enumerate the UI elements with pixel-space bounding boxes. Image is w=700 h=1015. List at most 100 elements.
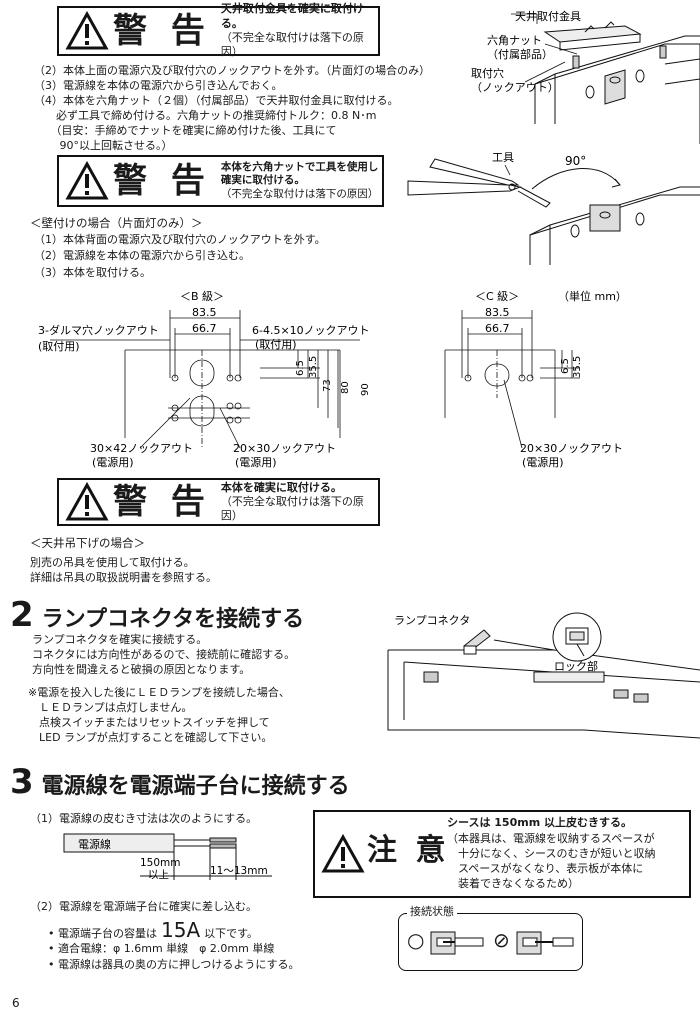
ceiling-line-2: 詳細は吊具の取扱説明書を参照する。 [30,571,217,584]
dim-b-bottom-left-label: 30×42ノックアウト [90,442,193,455]
bullet-dot: • [48,942,58,955]
caution-line-2: 十分になく、シースのむきが短いと収納 [447,847,656,860]
wall-step-2: （2）電源線を本体の電源穴から引き込む。 [34,249,250,262]
warning-subtext: （不完全な取付けは落下の原因） [220,31,364,59]
dim-b-bottom-right-sublabel: (電源用) [235,455,277,469]
bullet-capacity: • 電源端子台の容量は 15A 以下です。 [48,917,258,944]
dim-b-v1: 6.5 [295,360,306,376]
step-4-note-2: 90°以上回転させる。） [34,139,173,152]
sec2-note-2: ＬＥＤランプは点灯しません。 [28,701,193,714]
warning-subtext: （不完全な取付けは落下の原因） [220,187,379,200]
wall-mount-heading: ＜壁付けの場合（片面灯のみ）＞ [30,216,203,230]
wire-strip-figure: 電源線 150mm 以上 11〜13mm [63,833,272,881]
warning-triangle-icon [65,11,109,50]
step-2-text: （2）本体上面の電源穴及び取付穴のノックアウトを外す。（片面灯の場合のみ） [34,64,431,77]
hole-label-sub: （ノックアウト） [471,81,559,94]
ceiling-line-1: 別売の吊具を使用して取付ける。 [30,556,195,569]
section-number: 3 [10,762,34,802]
caution-line-1: （本器具は、電源線を収納するスペースが [447,832,655,845]
dim-c-width-2: 66.7 [485,322,510,335]
caution-title: シースは 150mm 以上皮むきする。 [447,816,632,829]
warning-box-3: 警 告 本体を確実に取付ける。（不完全な取付けは落下の原因） [57,478,380,526]
ok-symbol: ○ [407,928,425,952]
dim-c-unit: （単位 mm） [558,289,627,303]
step-4-note: （目安：手締めでナットを確実に締め付けた後、工具にて [34,124,337,137]
caution-triangle-icon [321,834,365,873]
dim-c-v2: 35.5 [572,356,583,378]
sec3-step-1: （1）電源線の皮むき寸法は次のようにする。 [30,812,258,825]
caution-label: 注 意 [367,833,450,868]
dim-b-width-2: 66.7 [192,322,217,335]
dim-b-v4: 80 [340,381,351,394]
push-wire-text: 電源線は器具の奥の方に押しつけるようにする。 [58,958,300,971]
dim-b-title: ＜B 級＞ [180,290,224,303]
dim-c-title: ＜C 級＞ [475,290,519,303]
section-title: 電源線を電源端子台に接続する [41,774,350,799]
sec2-line-3: 方向性を間違えると破損の原因となります。 [32,663,251,676]
caution-line-4: 装着できなくなるため） [447,877,579,890]
lock-label: ロック部 [554,659,598,673]
bullet-dot: • [48,927,58,940]
dimension-diagram-b: ＜B 級＞ 83.5 66.7 3-ダルマ穴ノックアウト (取付用) 6-4. [38,290,371,469]
capacity-value: 15A [161,918,201,942]
warning-text: 天井取付金具を確実に取付ける。 [220,2,364,30]
dim-b-width-1: 83.5 [192,306,217,319]
warning-triangle-icon [65,482,109,521]
warning-text-2: 確実に取付ける。 [220,174,305,187]
sec2-note-4: LED ランプが点灯することを確認して下さい。 [28,731,273,744]
caution-line-3: スペースがなくなり、表示板が本体に [447,862,644,875]
strip-length-2: 11〜13mm [210,865,268,877]
dim-b-right-sublabel: (取付用) [255,338,297,351]
ng-connection-icon [516,931,574,955]
warning-triangle-icon [65,161,109,200]
caution-box: 注 意 シースは 150mm 以上皮むきする。 （本器具は、電源線を収納するスペ… [313,810,691,898]
connection-status-title: 接続状態 [407,905,457,920]
dim-b-left-sublabel: (取付用) [38,340,80,353]
step-3-text: （3）電源線を本体の電源穴から引き込んでおく。 [34,79,283,92]
connection-status-box: 接続状態 ○ ⊘ [398,905,583,971]
warning-text: 本体を六角ナットで工具を使用し [220,160,379,173]
warning-label: 警 告 [113,482,211,522]
warning-box-1: 警 告 天井取付金具を確実に取付ける。（不完全な取付けは落下の原因） [57,2,380,58]
wall-step-1: （1）本体背面の電源穴及び取付穴のノックアウトを外す。 [34,233,326,246]
warning-subtext: （不完全な取付けは落下の原因） [220,494,364,523]
dim-b-v3: 73 [322,379,333,392]
sec2-note-3: 点検スイッチまたはリセットスイッチを押して [28,716,270,729]
tool-label: 工具 [492,151,514,164]
tool-figure: 工具 90° [407,151,700,265]
capacity-text-c: 以下です。 [204,927,259,940]
dim-b-bottom-left-sublabel: (電源用) [92,455,134,469]
section-title: ランプコネクタを接続する [41,607,305,632]
section-3-heading: 3 電源線を電源端子台に接続する [10,760,350,806]
step-4-text: （4）本体を六角ナット（２個）（付属部品）で天井取付金具に取付ける。 [34,94,399,107]
bullet-dot: • [48,958,58,971]
wire-type-text: 適合電線：φ 1.6mm 単線 φ 2.0mm 単線 [58,942,275,955]
sec2-note-1: ※電源を投入した後にＬＥＤランプを接続した場合、 [28,686,290,699]
bullet-push-wire: • 電源線は器具の奥の方に押しつけるようにする。 [48,958,299,973]
strip-length-1: 150mm [140,857,181,869]
dim-b-v5: 90 [360,383,371,396]
bracket-figure: 天井取付金具 六角ナット （付属部品） 取付穴 （ノックアウト） [471,9,700,144]
warning-box-2: 警 告 本体を六角ナットで工具を使用し確実に取付ける。（不完全な取付けは落下の原… [57,155,384,207]
warning-label: 警 告 [113,11,211,51]
wire-label: 電源線 [78,837,111,851]
ng-symbol: ⊘ [493,928,510,952]
dimension-diagram-c: ＜C 級＞ （単位 mm） 83.5 66.7 6.5 35.5 20×30ノッ… [444,289,627,469]
connector-figure: ランプコネクタ ロック部 [387,612,700,739]
dim-c-width-1: 83.5 [485,306,510,319]
sec3-step-2: （2）電源線を電源端子台に確実に差し込む。 [30,900,257,913]
warning-text: 本体を確実に取付ける。 [220,480,342,494]
dim-b-right-label: 6-4.5×10ノックアウト [252,324,369,337]
dim-c-bottom-label: 20×30ノックアウト [520,442,623,455]
warning-label: 警 告 [113,161,211,201]
capacity-text-a: 電源端子台の容量は [58,927,157,940]
nut-label-sub: （付属部品） [487,47,553,61]
ok-connection-icon [430,931,484,955]
strip-length-1-sub: 以上 [148,869,169,881]
nut-label: 六角ナット [487,34,542,47]
wall-step-3: （3）本体を取付ける。 [34,266,151,279]
bracket-label: 天井取付金具 [515,9,581,23]
sec2-line-2: コネクタには方向性があるので、接続前に確認する。 [32,648,296,661]
lamp-connector-label: ランプコネクタ [394,614,470,627]
dim-c-bottom-sublabel: (電源用) [522,455,564,469]
